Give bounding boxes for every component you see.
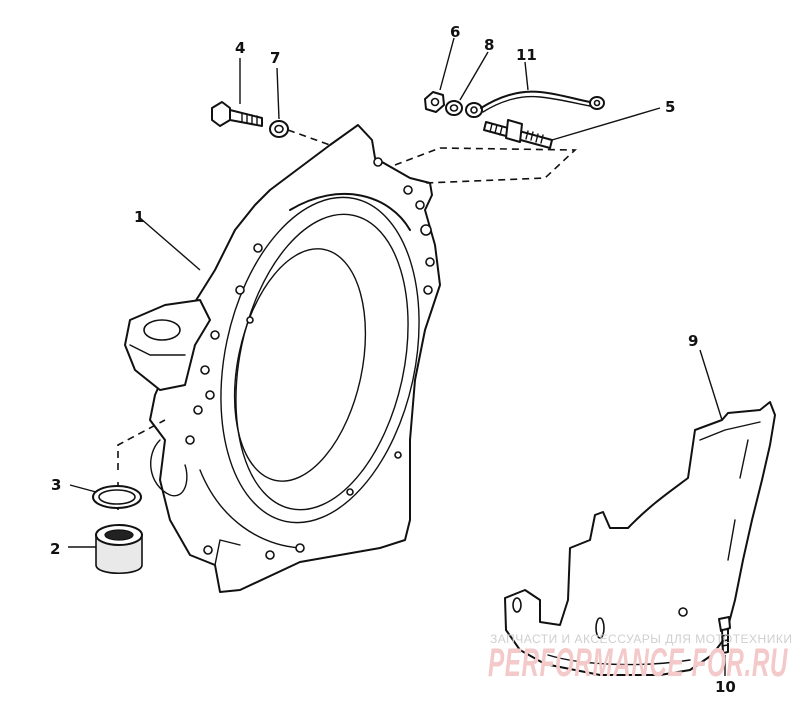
flywheel-housing <box>124 124 441 593</box>
bushing-2 <box>95 524 143 574</box>
callout-3: 3 <box>51 476 61 494</box>
callout-8: 8 <box>484 36 494 54</box>
callout-2: 2 <box>50 540 60 558</box>
cover-plate-9 <box>504 401 776 676</box>
callout-11: 11 <box>516 46 537 64</box>
stud-5 <box>483 119 553 149</box>
callout-labels: 1 2 3 4 5 6 7 8 9 10 11 <box>50 23 736 696</box>
callout-10: 10 <box>715 678 736 696</box>
callout-6: 6 <box>450 23 460 41</box>
nut-6 <box>424 91 445 113</box>
flange-bolt-holes <box>185 157 435 560</box>
washer-8 <box>445 100 463 116</box>
watermark-tagline: ЗАПЧАСТИ И АКСЕССУАРЫ ДЛЯ МОТОТЕХНИКИ <box>490 632 792 646</box>
leader-lines <box>68 37 726 676</box>
callout-9: 9 <box>688 332 698 350</box>
bolt-4 <box>211 101 263 127</box>
o-ring-3 <box>92 485 142 509</box>
callout-1: 1 <box>134 208 144 226</box>
ground-strap-11 <box>465 90 605 118</box>
washer-7 <box>269 120 289 138</box>
callout-5: 5 <box>665 98 675 116</box>
callout-4: 4 <box>235 39 245 57</box>
watermark-logo: PERFORMANCE FOR.RU <box>488 641 788 685</box>
screw-10 <box>718 616 731 654</box>
watermark: ЗАПЧАСТИ И АКСЕССУАРЫ ДЛЯ МОТОТЕХНИКИ PE… <box>488 632 792 685</box>
callout-7: 7 <box>270 49 280 67</box>
